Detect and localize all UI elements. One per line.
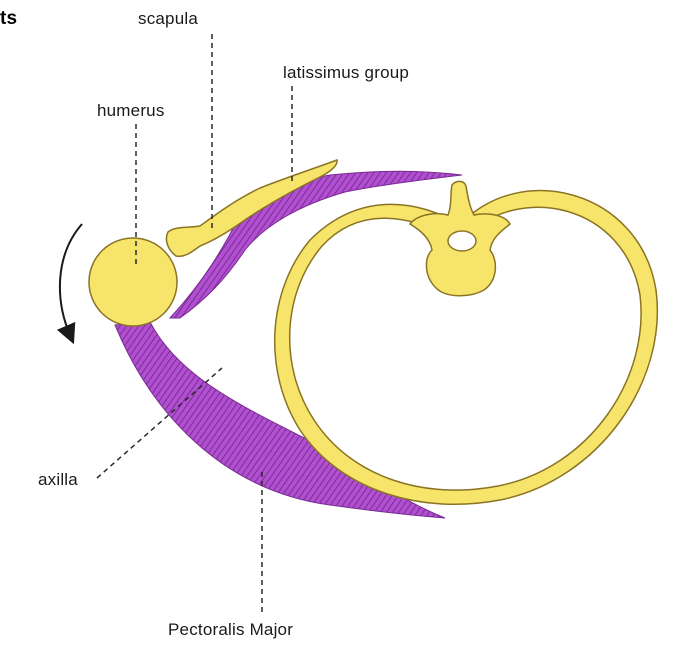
pectoralis-major-muscle [114, 321, 446, 519]
humerus-bone [88, 237, 178, 327]
axilla-leader-line [96, 367, 223, 479]
vertebral-foramen [447, 230, 477, 252]
scapula-label: scapula [138, 9, 198, 28]
axilla-label: axilla [38, 470, 78, 489]
rib-cage-ring [273, 189, 659, 506]
humerus-label: humerus [97, 101, 165, 120]
corner-text: ts [0, 8, 18, 29]
rotation-arrow [56, 223, 83, 345]
latissimus-group-label: latissimus group [283, 63, 410, 82]
scapula-bone [165, 158, 338, 258]
pectoralis-major-label: Pectoralis Major [168, 620, 294, 639]
